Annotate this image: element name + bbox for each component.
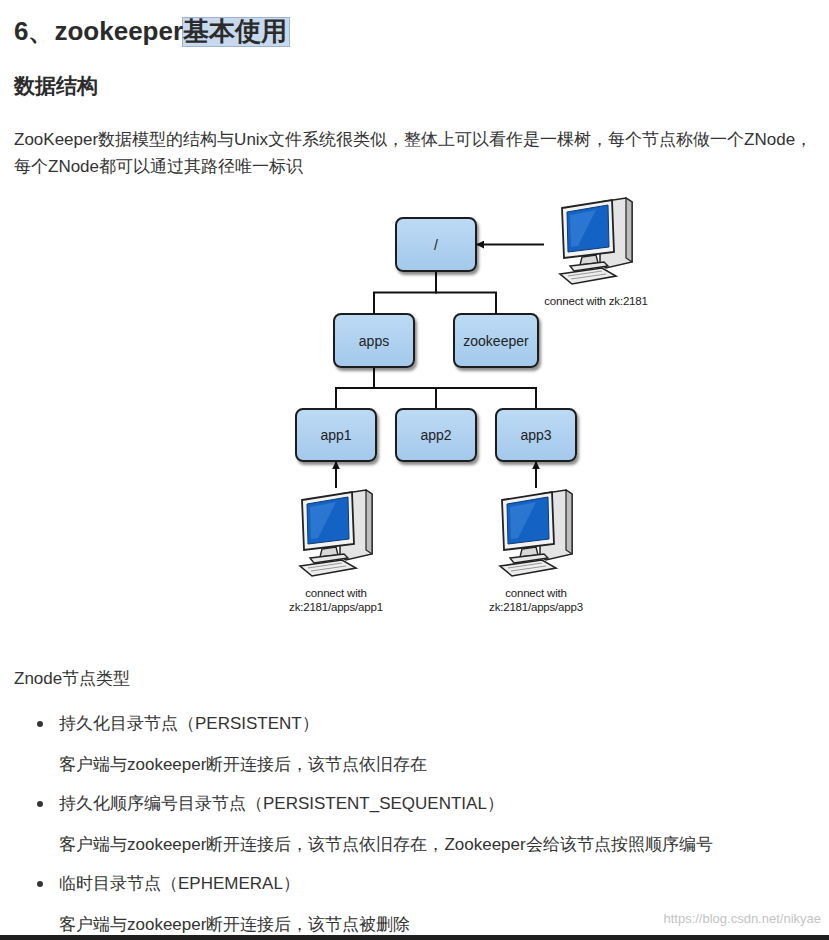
connection-arrow — [335, 462, 337, 488]
list-item: 临时目录节点（EPHEMERAL） — [59, 871, 300, 897]
tree-line — [436, 272, 496, 313]
list-description: 客户端与zookeeper断开连接后，该节点依旧存在，Zookeeper会给该节… — [59, 832, 713, 858]
node-label: / — [434, 237, 438, 253]
tree-node-box: app3 — [495, 408, 577, 462]
tree-node-box: apps — [333, 313, 415, 368]
tree-node-box: / — [395, 217, 477, 272]
list-item: 持久化目录节点（PERSISTENT） — [59, 711, 319, 737]
node-label: apps — [359, 333, 389, 349]
section-heading: 数据结构 — [14, 70, 98, 102]
bullet-dot — [37, 801, 43, 807]
paragraph: ZooKeeper数据模型的结构与Unix文件系统很类似，整体上可以看作是一棵树… — [14, 126, 829, 180]
connect-label: connect with zk:2181/apps/app3 — [484, 586, 588, 614]
client-computer: connect with zk:2181/apps/app1 — [284, 488, 388, 614]
connect-label: connect with zk:2181 — [544, 294, 648, 308]
connection-arrow — [477, 244, 544, 246]
computer-icon — [296, 488, 376, 580]
list-description: 客户端与zookeeper断开连接后，该节点被删除 — [59, 912, 410, 938]
computer-icon — [556, 196, 636, 288]
node-label: zookeeper — [463, 333, 528, 349]
connect-label: connect with zk:2181/apps/app1 — [284, 586, 388, 614]
node-label: app3 — [520, 427, 551, 443]
bullet-dot — [37, 881, 43, 887]
client-computer: connect with zk:2181 — [544, 196, 648, 308]
connection-arrow — [535, 462, 537, 488]
tree-line — [374, 272, 436, 313]
tree-node-box: app2 — [395, 408, 477, 462]
page-title: 6、zookeeper基本使用 — [14, 12, 287, 50]
tree-node-box: app1 — [295, 408, 377, 462]
tree-line — [374, 368, 536, 408]
node-label: app2 — [420, 427, 451, 443]
client-computer: connect with zk:2181/apps/app3 — [484, 488, 588, 614]
sub-heading: Znode节点类型 — [14, 666, 130, 692]
computer-icon — [496, 488, 576, 580]
bottom-bar — [0, 935, 829, 940]
watermark: https://blog.csdn.net/nikyae — [663, 909, 821, 929]
tree-node-box: zookeeper — [453, 313, 539, 368]
list-item: 持久化顺序编号目录节点（PERSISTENT_SEQUENTIAL） — [59, 791, 504, 817]
node-label: app1 — [320, 427, 351, 443]
tree-line — [336, 368, 374, 408]
list-description: 客户端与zookeeper断开连接后，该节点依旧存在 — [59, 752, 427, 778]
bullet-dot — [37, 721, 43, 727]
